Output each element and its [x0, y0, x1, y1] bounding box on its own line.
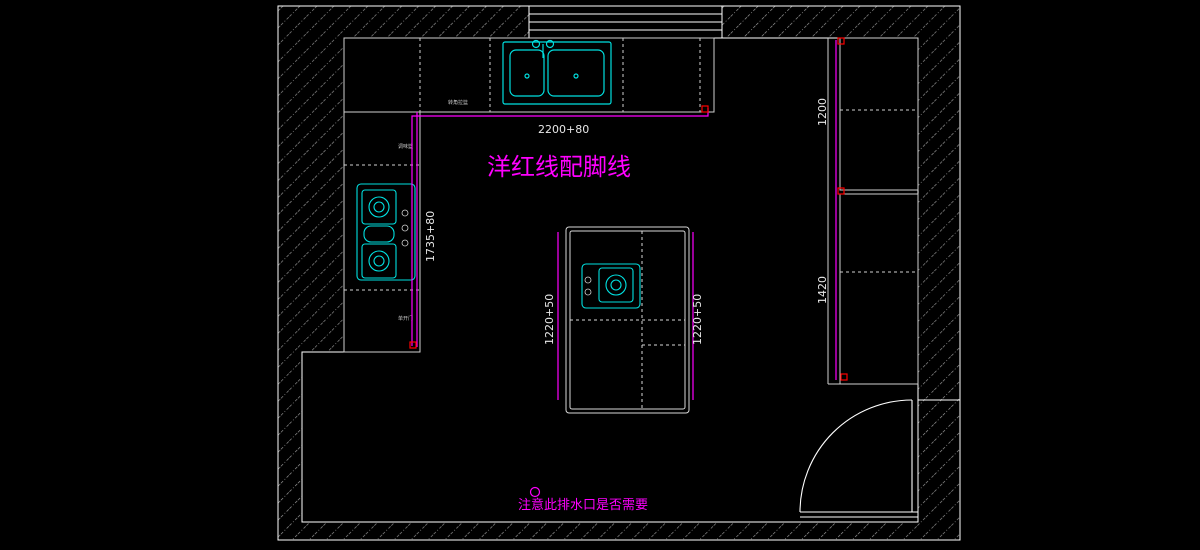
right-cabinets	[827, 37, 919, 385]
skirting-lines	[411, 40, 837, 400]
double-sink	[502, 39, 612, 105]
left-lower-label: 单开门	[398, 315, 413, 322]
left-upper-label: 调味篮	[398, 143, 413, 150]
dimension-island-right: 1220+50	[691, 294, 704, 345]
drain-marker	[529, 486, 541, 498]
dimension-right-upper: 1200	[816, 98, 829, 126]
island	[565, 226, 690, 414]
dimension-right-lower: 1420	[816, 276, 829, 304]
dimension-island-left: 1220+50	[543, 294, 556, 345]
island-cooktop	[581, 263, 641, 309]
island-knobs	[584, 276, 592, 296]
dimension-top-run: 2200+80	[538, 123, 589, 136]
wall-hatching	[278, 6, 960, 540]
door-swing	[799, 399, 918, 518]
left-counter	[343, 111, 421, 353]
red-markers	[409, 37, 848, 381]
cooktop-knobs	[401, 209, 409, 247]
left-cooktop	[356, 183, 416, 281]
drain-note: 注意此排水口是否需要	[518, 497, 648, 513]
dimension-left-run: 1735+80	[424, 211, 437, 262]
wall-outlines	[277, 5, 961, 541]
plan-title: 洋红线配脚线	[487, 153, 631, 181]
top-cabinet-label: 转角拉篮	[448, 99, 468, 106]
